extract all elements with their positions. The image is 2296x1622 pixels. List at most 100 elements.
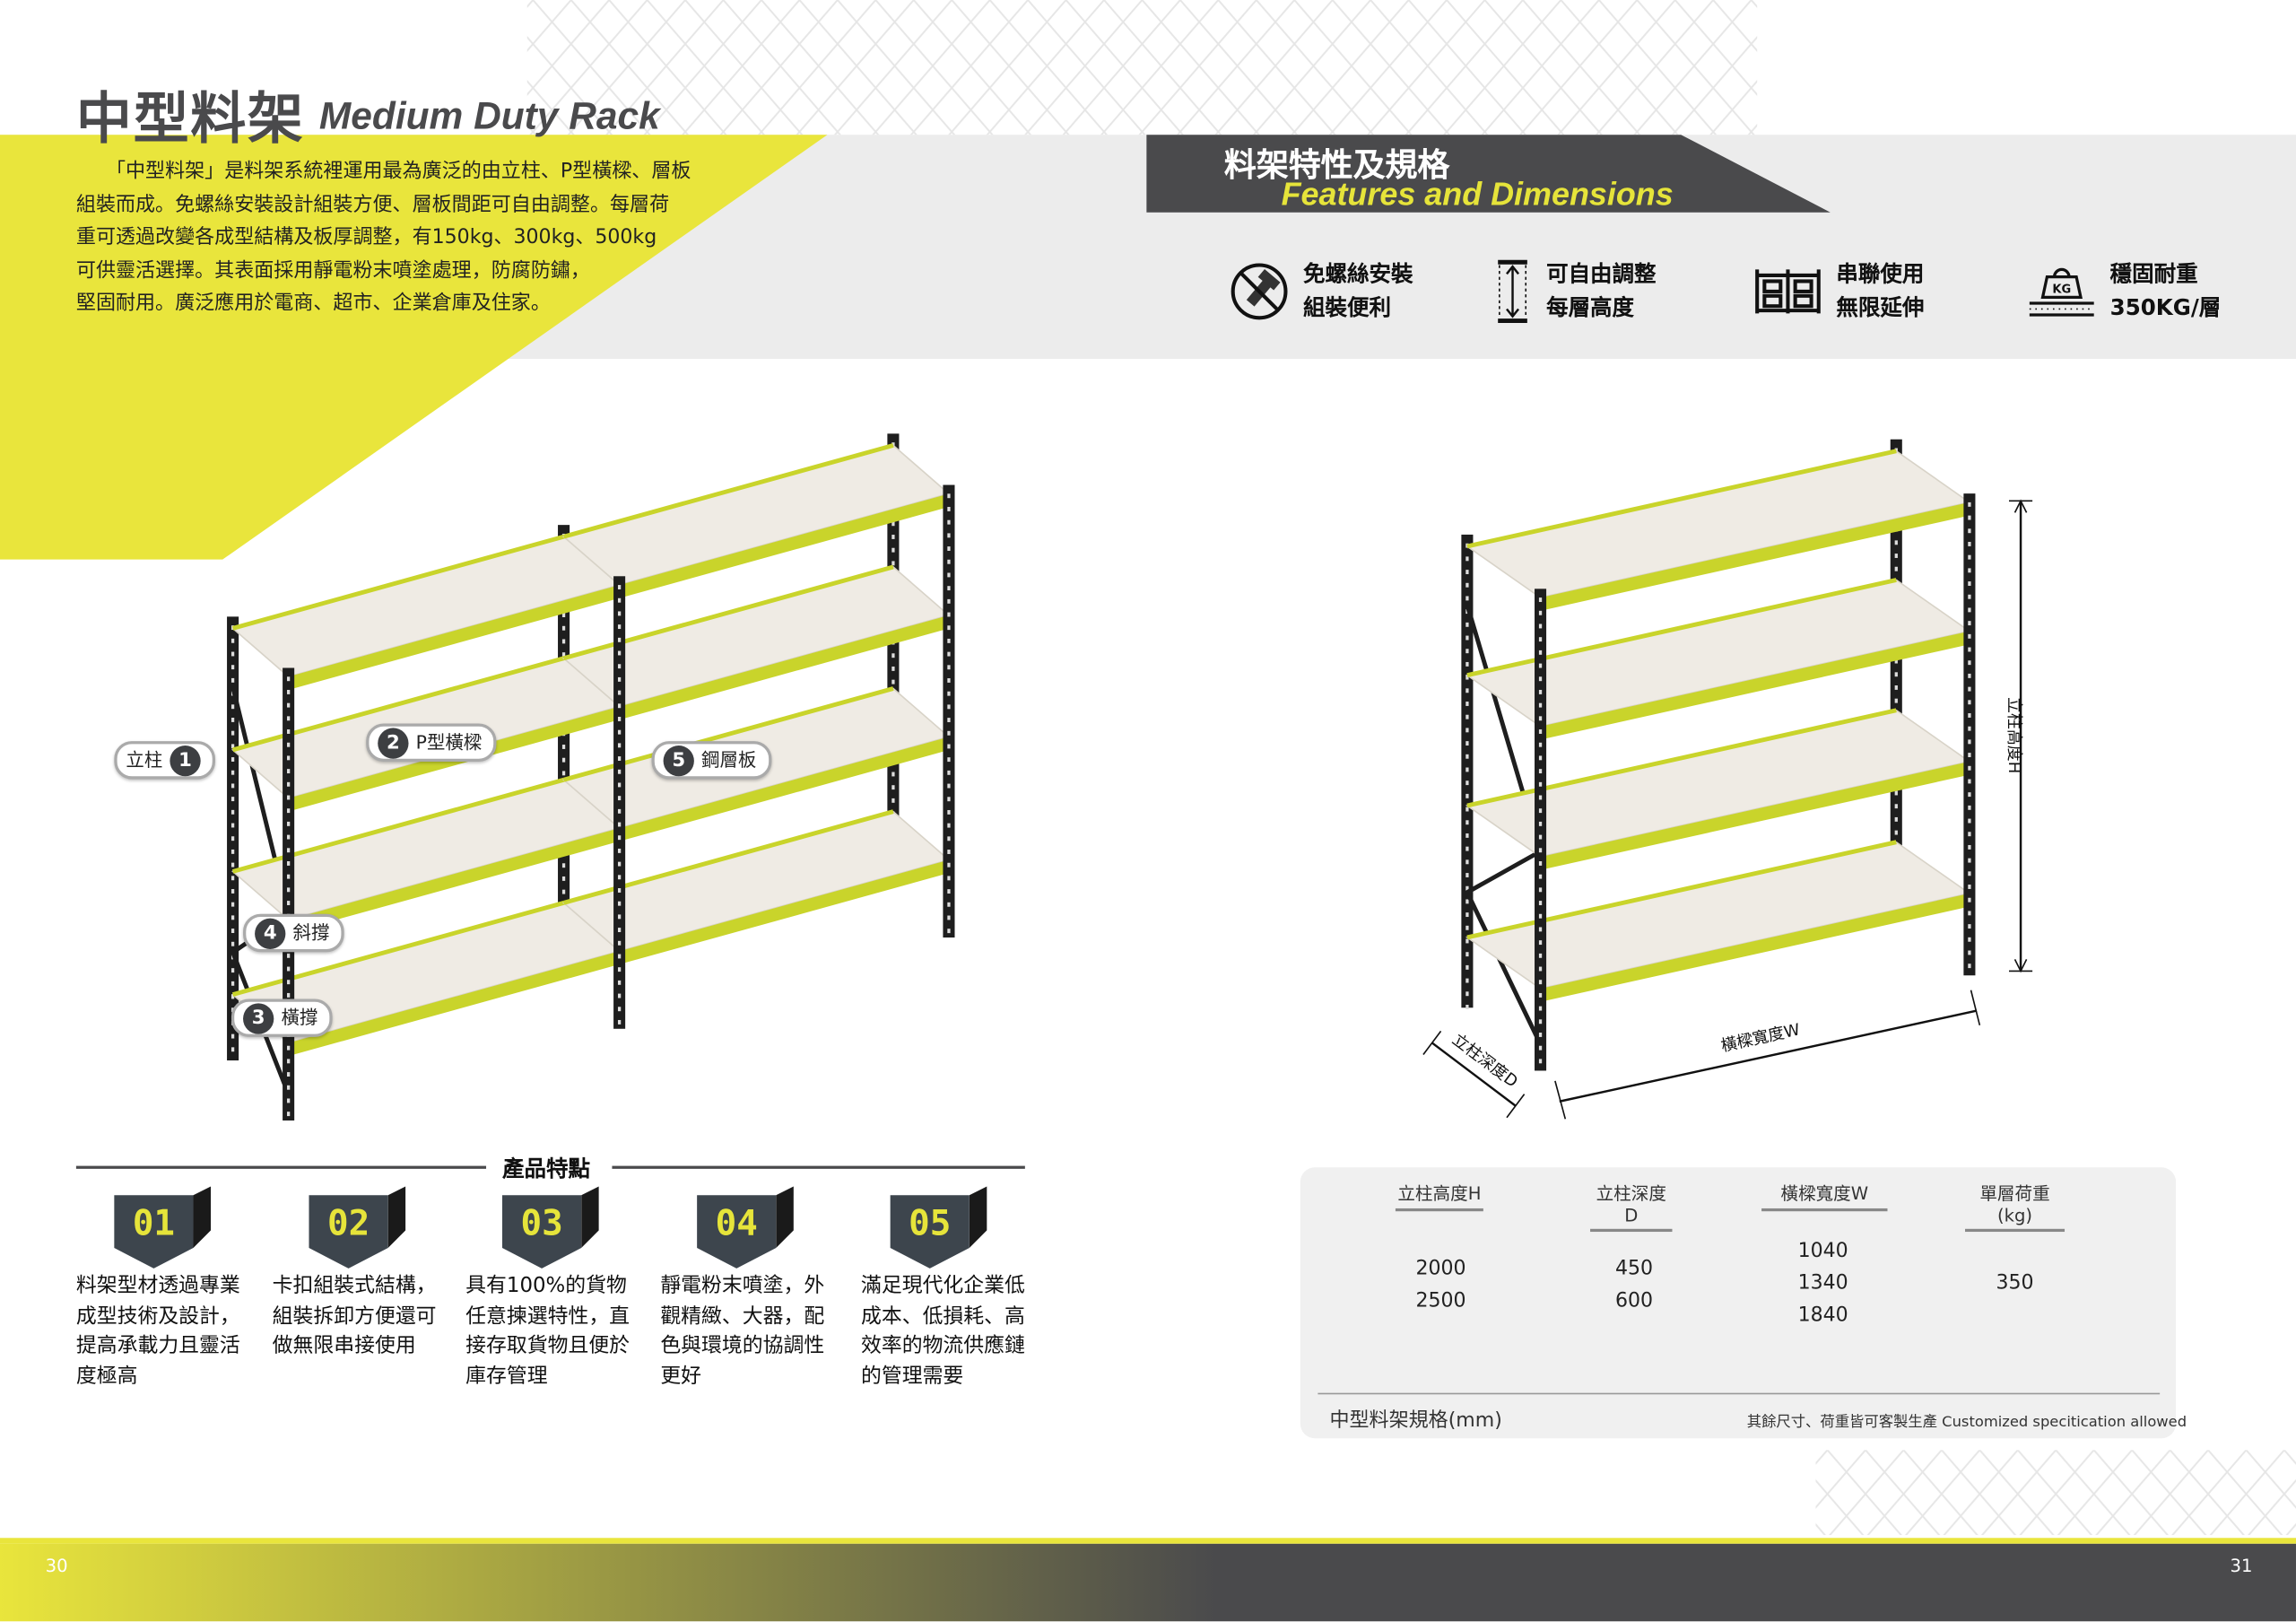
post-hole <box>947 744 951 749</box>
table-cell: 350 <box>1971 1267 2059 1299</box>
post-hole <box>1538 781 1543 787</box>
post-hole <box>1465 1004 1469 1009</box>
post-hole <box>1968 937 1971 942</box>
intro-text: 「中型料架」是料架系統裡運用最為廣泛的由立柱、P型橫樑、層板 組裝而成。免螺絲安… <box>76 155 764 320</box>
table-divider <box>1318 1392 2161 1395</box>
intro-line: 「中型料架」是料架系統裡運用最為廣泛的由立柱、P型橫樑、層板 <box>75 159 691 184</box>
post-hole <box>1968 897 1971 903</box>
post-hole <box>617 993 622 998</box>
post-hole <box>947 598 951 604</box>
post-hole <box>1968 871 1971 876</box>
post-hole <box>1465 582 1469 588</box>
point-text: 具有100%的貨物任意揀選特性，直接存取貨物且便於庫存管理 <box>465 1274 631 1388</box>
post-hole <box>617 769 622 774</box>
post-hole <box>1538 755 1543 761</box>
post-hole <box>947 850 951 854</box>
post-hole <box>947 625 951 631</box>
intro-line: 可供靈活選擇。其表面採用靜電粉末噴塗處理，防腐防鏽， <box>75 258 590 283</box>
post-hole <box>1968 528 1971 534</box>
pattern-bottom <box>1815 1450 2296 1536</box>
post-hole <box>1968 950 1971 955</box>
post-hole <box>617 637 622 642</box>
post-hole <box>1538 980 1543 985</box>
post-hole <box>1538 1019 1543 1025</box>
dimension-height-label: 立柱高度H <box>2005 697 2023 773</box>
post-hole <box>230 862 235 868</box>
post-hole <box>1968 792 1971 798</box>
post-hole <box>561 771 566 776</box>
point-text: 料架型材透過專業成型技術及設計，提高承載力且靈活度極高 <box>75 1274 240 1388</box>
post-hole <box>617 717 622 721</box>
post-hole <box>617 703 622 709</box>
table-caption: 中型料架規格(mm) <box>1329 1408 1502 1433</box>
post-hole <box>1968 924 1971 929</box>
post-hole <box>947 929 951 934</box>
post-hole <box>230 638 235 643</box>
post-hole <box>1465 807 1469 812</box>
post-hole <box>1465 556 1469 562</box>
post-hole <box>1538 808 1543 814</box>
post-hole <box>947 572 951 578</box>
post-hole <box>1538 716 1543 721</box>
post-hole <box>286 689 291 694</box>
pattern-top <box>526 0 1758 135</box>
point-number: 01 <box>132 1202 176 1244</box>
point-number: 03 <box>520 1202 563 1244</box>
post-hole <box>1538 834 1543 840</box>
callout-number: 2 <box>378 727 409 758</box>
post-hole <box>230 1047 235 1052</box>
connected-racks-icon <box>1755 269 1821 314</box>
post-hole <box>1465 873 1469 877</box>
post-hole <box>1968 686 1971 692</box>
post-hole <box>891 561 895 566</box>
callout-number: 4 <box>255 917 286 949</box>
p-beam-front <box>288 951 620 1057</box>
post-hole <box>286 1059 291 1064</box>
post-hole <box>617 729 622 735</box>
feature-item: 串聯使用無限延伸 <box>1754 257 1924 325</box>
feature-line: 穩固耐重 <box>2109 260 2198 287</box>
post-hole <box>947 493 951 499</box>
callout-number: 1 <box>170 745 201 776</box>
post-hole <box>1465 885 1469 891</box>
post-hole <box>617 743 622 748</box>
post-hole <box>1465 952 1469 957</box>
post-hole <box>286 808 291 814</box>
post-hole <box>1968 765 1971 771</box>
feature-line: 可自由調整 <box>1546 260 1657 287</box>
divider-left <box>75 1165 487 1169</box>
post-hole <box>1968 501 1971 507</box>
post-hole <box>1968 911 1971 916</box>
post-hole <box>1538 702 1543 708</box>
post-hole <box>617 848 622 853</box>
post-hole <box>1894 672 1898 677</box>
post-hole <box>617 901 622 906</box>
post-hole <box>230 717 235 722</box>
post-hole <box>947 665 951 670</box>
banner-title-en: Features and Dimensions <box>1281 175 1674 213</box>
post-hole <box>1538 860 1543 866</box>
point-text: 卡扣組裝式結構，組裝拆卸方便還可做無限串接使用 <box>272 1274 437 1358</box>
post-hole <box>230 757 235 762</box>
post-hole <box>230 902 235 907</box>
post-hole <box>947 718 951 723</box>
table-header: 橫樑寬度W <box>1761 1181 1888 1212</box>
post-hole <box>617 597 622 603</box>
post-hole <box>561 876 566 881</box>
post-hole <box>286 795 291 800</box>
post-hole <box>1538 742 1543 747</box>
post-hole <box>230 941 235 946</box>
post-hole <box>230 968 235 973</box>
post-hole <box>1968 581 1971 586</box>
post-hole <box>947 836 951 842</box>
post-hole <box>617 756 622 761</box>
post-hole <box>286 755 291 761</box>
post-hole <box>230 677 235 683</box>
post-hole <box>230 730 235 736</box>
post-hole <box>286 769 291 774</box>
post-hole <box>1538 913 1543 919</box>
svg-text:KG: KG <box>2052 283 2071 297</box>
post-hole <box>617 782 622 788</box>
divider-right <box>612 1165 1025 1169</box>
post-hole <box>286 742 291 747</box>
